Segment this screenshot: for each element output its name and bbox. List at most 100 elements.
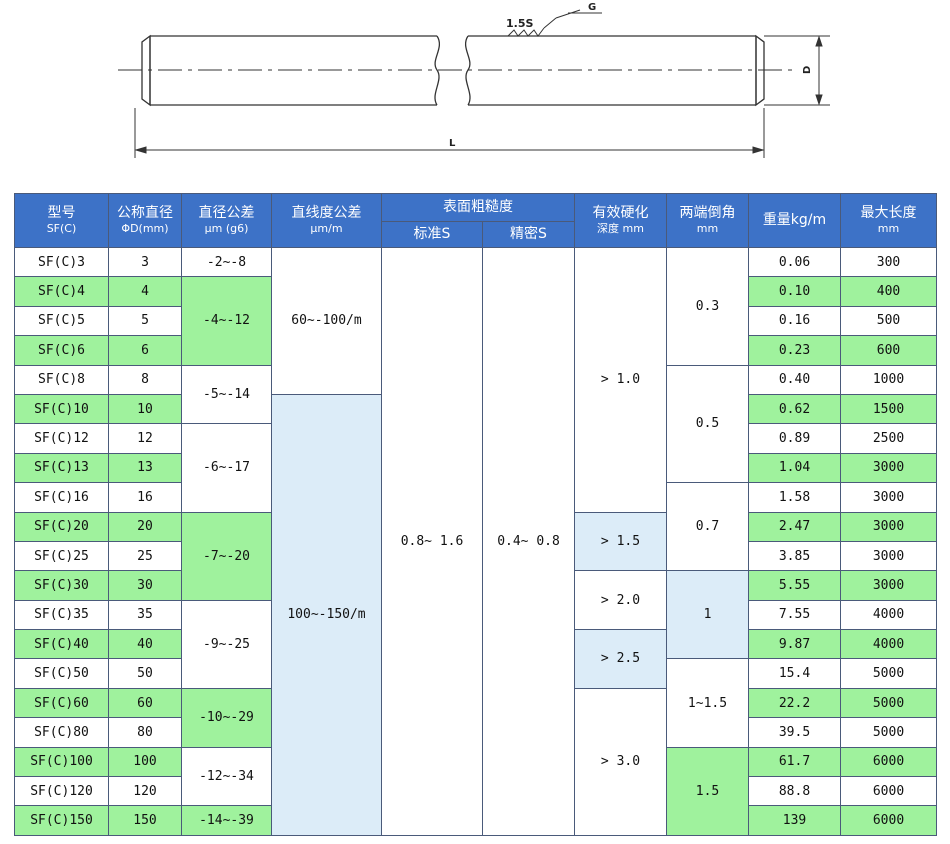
model-cell: SF(C)100 [14,746,109,778]
table-row: SF(C)10 10 100~-150/m 0.62 1500 [14,393,937,836]
weight-cell: 1.04 [748,452,841,484]
model-cell: SF(C)50 [14,658,109,689]
max-length-cell: 5000 [840,717,937,748]
table-row: SF(C)60 60 -10~-29 > 3.0 22.2 5000 [14,687,937,836]
table-row: SF(C)150 150 -14~-39 139 6000 [14,805,937,836]
diameter-tolerance-cell: -6~-17 [181,423,272,513]
diameter-tolerance-cell: -7~-20 [181,511,272,601]
model-cell: SF(C)3 [14,246,109,278]
diameter-cell: 150 [108,805,182,836]
header-hardening-depth: 有效硬化深度 mm [574,193,667,248]
max-length-cell: 3000 [840,511,937,542]
model-cell: SF(C)13 [14,452,109,484]
length-dimension [134,108,765,158]
max-length-cell: 500 [840,305,937,337]
diameter-cell: 12 [108,423,182,454]
model-cell: SF(C)8 [14,364,109,395]
shaft-left [141,34,441,107]
diameter-tolerance-cell: -2~-8 [181,246,272,278]
table-row: SF(C)120 120 88.8 6000 [14,776,937,807]
diameter-tolerance-cell: -5~-14 [181,364,272,425]
max-length-cell: 2500 [840,423,937,454]
max-length-cell: 1000 [840,364,937,395]
table-row: SF(C)4 4 -4~-12 0.10 400 [14,276,937,366]
table-row: SF(C)5 5 0.16 500 [14,305,937,337]
model-cell: SF(C)150 [14,805,109,836]
diameter-label: D [802,66,813,74]
straightness-cell: 60~-100/m [271,247,382,395]
hardening-depth-cell: > 1.0 [574,247,667,513]
weight-cell: 39.5 [748,717,841,748]
model-cell: SF(C)60 [14,687,109,719]
diameter-dimension [764,35,830,106]
length-label: L [449,138,456,149]
table-row: SF(C)25 25 3.85 3000 [14,540,937,572]
model-cell: SF(C)6 [14,335,109,366]
header-roughness-precision: 精密S [482,221,575,248]
hardening-depth-cell: > 3.0 [574,687,667,836]
weight-cell: 15.4 [748,658,841,689]
table-row: SF(C)100 100 -12~-34 1.5 61.7 6000 [14,746,937,836]
diameter-tolerance-cell: -10~-29 [181,687,272,748]
max-length-cell: 6000 [840,746,937,778]
diameter-cell: 6 [108,335,182,366]
max-length-cell: 3000 [840,452,937,484]
max-length-cell: 400 [840,276,937,307]
max-length-cell: 600 [840,335,937,366]
diameter-cell: 13 [108,452,182,484]
table-row: SF(C)3 3 -2~-8 60~-100/m 0.8~ 1.6 0.4~ 0… [14,246,937,836]
max-length-cell: 300 [840,246,937,278]
header-roughness: 表面粗糙度 [381,193,575,222]
max-length-cell: 6000 [840,776,937,807]
hardening-depth-cell: > 2.0 [574,570,667,631]
chamfer-cell: 1.5 [666,746,749,836]
diameter-tolerance-cell: -4~-12 [181,276,272,366]
table-row: SF(C)35 35 -9~-25 7.55 4000 [14,599,937,689]
diameter-cell: 20 [108,511,182,542]
diameter-cell: 4 [108,276,182,307]
model-cell: SF(C)20 [14,511,109,542]
chamfer-cell: 1~1.5 [666,658,749,748]
shaft-drawing: 1.5S G D L [118,2,830,158]
weight-cell: 0.89 [748,423,841,454]
diameter-tolerance-cell: -9~-25 [181,599,272,689]
diameter-cell: 80 [108,717,182,748]
weight-cell: 9.87 [748,629,841,660]
weight-cell: 0.10 [748,276,841,307]
table-row: SF(C)40 40 > 2.5 9.87 4000 [14,629,937,689]
weight-cell: 0.16 [748,305,841,337]
model-cell: SF(C)10 [14,393,109,425]
model-cell: SF(C)80 [14,717,109,748]
diameter-cell: 16 [108,482,182,513]
weight-cell: 88.8 [748,776,841,807]
roughness-symbol [507,9,581,37]
diameter-cell: 8 [108,364,182,395]
model-cell: SF(C)35 [14,599,109,631]
chamfer-cell: 0.7 [666,482,749,572]
weight-cell: 2.47 [748,511,841,542]
chamfer-cell: 0.3 [666,247,749,366]
hardening-depth-cell: > 2.5 [574,629,667,689]
tolerance-label: G [588,2,596,13]
model-cell: SF(C)12 [14,423,109,454]
model-cell: SF(C)40 [14,629,109,660]
roughness-label: 1.5S [506,17,533,30]
max-length-cell: 4000 [840,629,937,660]
hardening-depth-cell: > 1.5 [574,511,667,572]
max-length-cell: 5000 [840,658,937,689]
diameter-tolerance-cell: -12~-34 [181,746,272,807]
weight-cell: 7.55 [748,599,841,631]
header-roughness-standard: 标准S [381,221,483,248]
weight-cell: 0.06 [748,246,841,278]
weight-cell: 22.2 [748,687,841,719]
shaft-right [464,34,765,107]
weight-cell: 1.58 [748,482,841,513]
chamfer-cell: 1 [666,570,749,660]
table-row: SF(C)30 30 > 2.0 1 5.55 3000 [14,570,937,660]
diameter-tolerance-cell: -14~-39 [181,805,272,836]
